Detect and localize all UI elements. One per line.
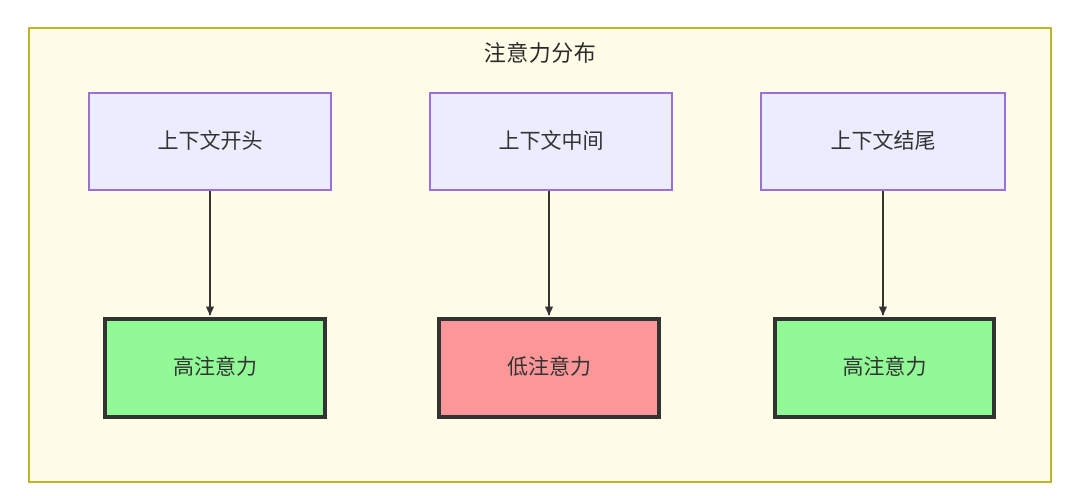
node-high-attention-end-label: 高注意力 — [842, 356, 927, 379]
node-context-start-label: 上下文开头 — [157, 129, 263, 153]
node-context-end-label: 上下文结尾 — [830, 129, 936, 153]
node-context-end[interactable]: 上下文结尾 — [760, 92, 1006, 191]
node-context-middle[interactable]: 上下文中间 — [429, 92, 673, 191]
node-context-middle-label: 上下文中间 — [498, 129, 604, 153]
node-high-attention-start[interactable]: 高注意力 — [103, 317, 327, 419]
node-low-attention-middle-label: 低注意力 — [507, 356, 591, 379]
node-context-start[interactable]: 上下文开头 — [88, 92, 332, 191]
node-low-attention-middle[interactable]: 低注意力 — [437, 317, 661, 419]
diagram-title: 注意力分布 — [483, 41, 597, 66]
node-high-attention-end[interactable]: 高注意力 — [773, 317, 996, 419]
node-high-attention-start-label: 高注意力 — [173, 356, 257, 379]
